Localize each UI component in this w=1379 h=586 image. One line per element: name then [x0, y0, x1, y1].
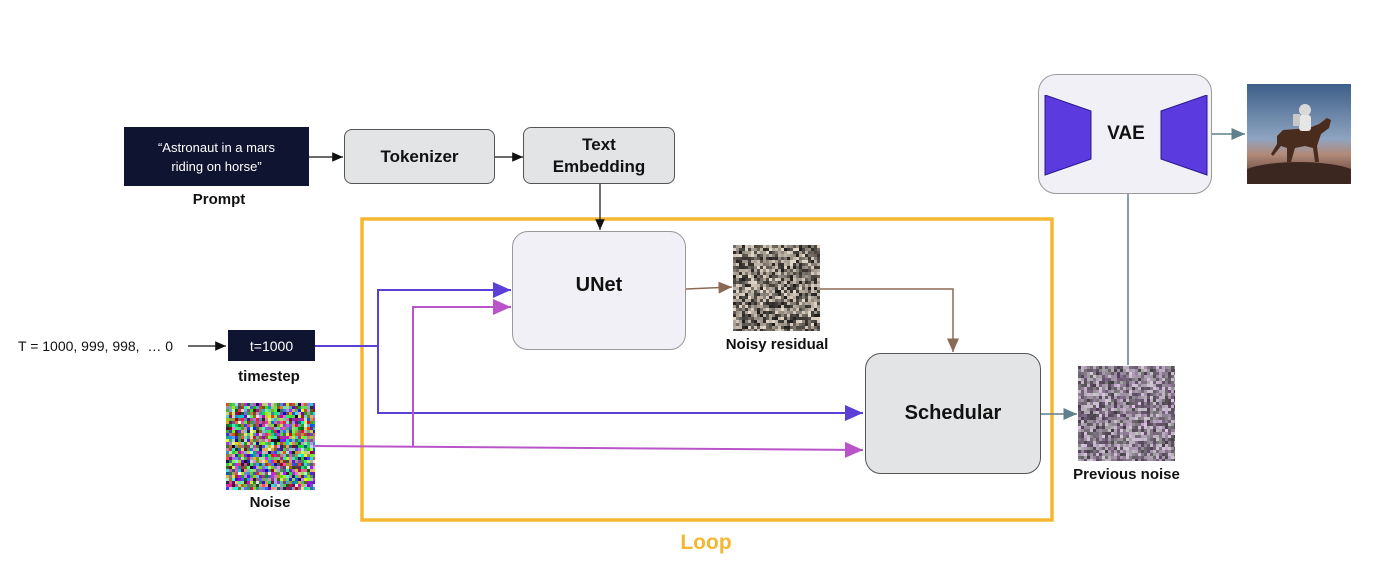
- tokenizer-label: Tokenizer: [380, 146, 459, 166]
- astronaut-body: [1299, 115, 1311, 131]
- timestep-label: timestep: [238, 368, 300, 385]
- arrow-timestep-schedular: [377, 346, 863, 421]
- horse-silhouette: [1271, 118, 1331, 162]
- astronaut-helmet: [1299, 104, 1311, 116]
- loop-label: Loop: [680, 531, 732, 554]
- schedular-box: Schedular: [865, 353, 1041, 474]
- arrow-noise-schedular: [314, 441, 864, 458]
- output-image: [1247, 84, 1351, 184]
- previous-noise-label: Previous noise: [1073, 466, 1180, 483]
- vae-encoder-shape: [1044, 95, 1092, 176]
- text-embedding-box: Text Embedding: [523, 127, 675, 184]
- arrow-timestep-unet: [315, 282, 511, 347]
- timestep-value: t=1000: [249, 337, 294, 354]
- noisy-residual-image: [733, 245, 820, 331]
- arrow-noise-unet: [412, 299, 511, 447]
- arrow-residual-schedular: [820, 288, 959, 352]
- loop-frame: [360, 217, 1054, 522]
- noise-label: Noise: [249, 494, 291, 511]
- noise-image: [226, 403, 315, 490]
- schedular-label: Schedular: [904, 402, 1002, 424]
- arrow-unet-residual: [685, 281, 733, 294]
- timestep-sequence: T = 1000, 999, 998, … 0: [18, 338, 174, 354]
- vae-box: VAE: [1038, 74, 1212, 194]
- vae-label: VAE: [1107, 123, 1145, 144]
- tokenizer-box: Tokenizer: [344, 129, 495, 184]
- prompt-text-line1: “Astronaut in a mars: [157, 139, 276, 155]
- prompt-label: Prompt: [192, 191, 246, 208]
- previous-noise-image: [1078, 366, 1175, 461]
- timestep-box: t=1000: [228, 330, 315, 361]
- unet-label: UNet: [575, 274, 623, 296]
- prompt-text-line2: riding on horse”: [171, 158, 262, 174]
- vae-encoder-decoder-shapes: [1044, 95, 1208, 176]
- noisy-residual-label: Noisy residual: [725, 336, 829, 353]
- text-embedding-label-line1: Text: [582, 134, 616, 154]
- unet-box: UNet: [512, 231, 686, 350]
- prompt-box: “Astronaut in a mars riding on horse”: [124, 127, 309, 186]
- text-embedding-label-line2: Embedding: [552, 156, 646, 176]
- astronaut-backpack: [1293, 114, 1300, 126]
- vae-decoder-shape: [1160, 95, 1208, 176]
